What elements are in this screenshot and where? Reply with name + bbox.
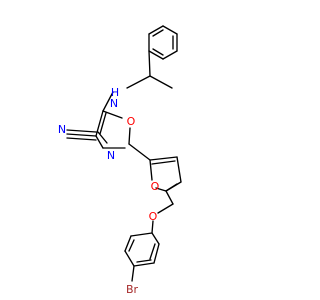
oxazole-o-label: O	[127, 115, 136, 128]
phenyl-ring	[148, 25, 178, 60]
ether-o-label: O	[149, 210, 158, 223]
molecule-structure-diagram: H N N N O O O Br	[58, 25, 182, 296]
amine-h-label: H	[111, 86, 119, 99]
methylene-ether	[157, 190, 174, 214]
molecule-svg: H N N N O O O Br	[58, 25, 182, 296]
nitrile-n-label: N	[58, 123, 66, 136]
furan-o-label: O	[151, 180, 160, 193]
furan-ring	[149, 156, 182, 192]
amine-bonds	[102, 91, 114, 112]
ethyl-linker	[126, 50, 173, 89]
nitrile-group	[66, 129, 97, 141]
bromophenyl-ring	[124, 220, 160, 267]
oxazole-furan-bond	[128, 143, 151, 161]
carbon-bromine-bond	[131, 265, 135, 282]
amine-n-label: N	[110, 97, 118, 110]
bromine-label: Br	[126, 283, 139, 296]
oxazole-n-label: N	[107, 149, 115, 162]
oxazole-ring	[95, 110, 131, 149]
